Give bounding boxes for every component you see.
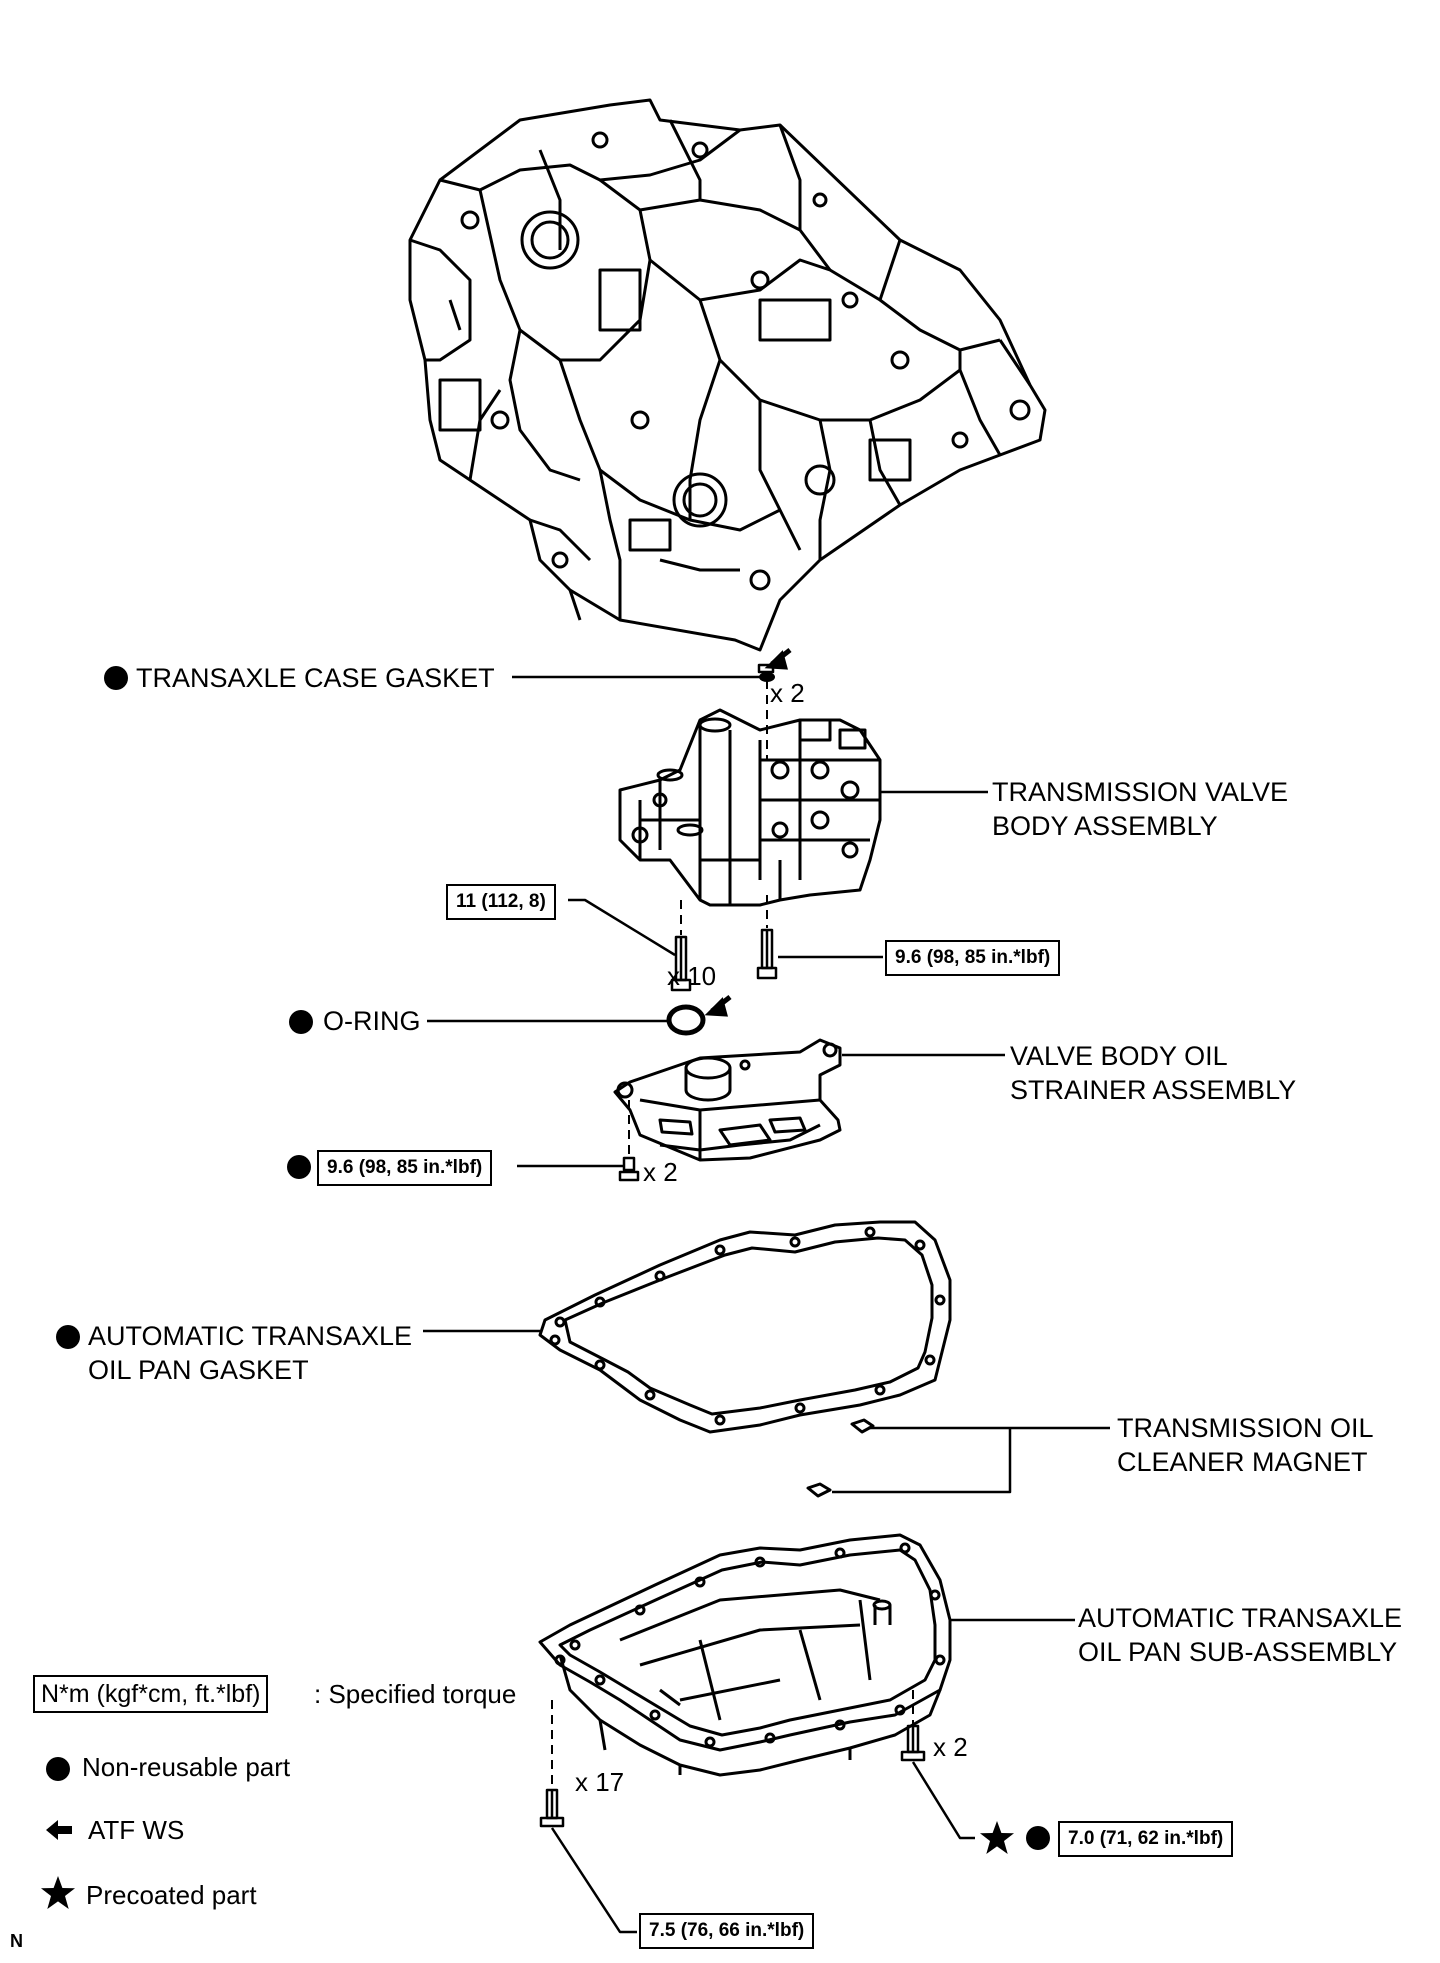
label-oil-pan-sub-line1: AUTOMATIC TRANSAXLE bbox=[1078, 1603, 1403, 1633]
label-cleaner-magnet-line1: TRANSMISSION OIL bbox=[1117, 1413, 1374, 1443]
qty-case-gasket: x 2 bbox=[770, 678, 805, 708]
torque-strainer-bolt: 9.6 (98, 85 in.*lbf) bbox=[317, 1150, 493, 1186]
label-o-ring: O-RING bbox=[323, 1006, 421, 1036]
strainer-drawing bbox=[613, 1038, 842, 1162]
non-reusable-dot bbox=[56, 1325, 80, 1349]
non-reusable-dot bbox=[104, 666, 128, 690]
label-oil-pan-gasket-line2: OIL PAN GASKET bbox=[88, 1355, 309, 1385]
leader-lines bbox=[423, 675, 1110, 1934]
transaxle-case-drawing bbox=[408, 98, 1047, 652]
label-strainer-line1: VALVE BODY OIL bbox=[1010, 1041, 1228, 1071]
qty-strainer-bolts: x 2 bbox=[643, 1157, 678, 1187]
legend-star-icon bbox=[41, 1876, 75, 1909]
legend-torque-box: N*m (kgf*cm, ft.*lbf) bbox=[33, 1675, 269, 1713]
legend-torque-text: : Specified torque bbox=[314, 1679, 517, 1709]
case-gasket-mark bbox=[759, 672, 775, 682]
label-transaxle-case-gasket: TRANSAXLE CASE GASKET bbox=[136, 663, 495, 693]
precoated-star-icon bbox=[980, 1821, 1014, 1854]
magnet-drawing bbox=[806, 1418, 875, 1498]
legend-non-reusable-dot bbox=[46, 1757, 70, 1781]
qty-oil-pan-bolts-right: x 2 bbox=[933, 1732, 968, 1762]
non-reusable-dot bbox=[289, 1010, 313, 1034]
torque-oil-pan-bolt-left: 7.5 (76, 66 in.*lbf) bbox=[639, 1913, 815, 1949]
legend-precoated-text: Precoated part bbox=[86, 1880, 257, 1910]
o-ring-drawing bbox=[666, 1004, 706, 1036]
label-cleaner-magnet-line2: CLEANER MAGNET bbox=[1117, 1447, 1368, 1477]
valve-body-drawing bbox=[618, 708, 882, 907]
label-oil-pan-gasket-line1: AUTOMATIC TRANSAXLE bbox=[88, 1321, 413, 1351]
label-strainer-line2: STRAINER ASSEMBLY bbox=[1010, 1075, 1297, 1105]
label-valve-body-line1: TRANSMISSION VALVE bbox=[992, 777, 1289, 807]
atf-ws-arrows bbox=[704, 648, 792, 1017]
label-oil-pan-sub-line2: OIL PAN SUB-ASSEMBLY bbox=[1078, 1637, 1398, 1667]
torque-valve-body-bolt-a: 11 (112, 8) bbox=[446, 884, 556, 920]
qty-oil-pan-bolts-left: x 17 bbox=[575, 1767, 625, 1797]
corner-mark: N bbox=[10, 1931, 23, 1951]
non-reusable-dot bbox=[287, 1155, 311, 1179]
oil-pan-drawing bbox=[538, 1533, 952, 1777]
legend-atf-text: ATF WS bbox=[88, 1815, 185, 1845]
torque-oil-pan-bolt-right: 7.0 (71, 62 in.*lbf) bbox=[1058, 1821, 1234, 1857]
qty-valve-body-bolts: x 10 bbox=[667, 961, 717, 991]
non-reusable-dot bbox=[1026, 1826, 1050, 1850]
label-valve-body-line2: BODY ASSEMBLY bbox=[992, 811, 1218, 841]
legend-atf-arrow-icon bbox=[46, 1820, 72, 1840]
guide-dashes bbox=[551, 680, 914, 1788]
oil-pan-gasket-drawing bbox=[538, 1220, 952, 1434]
legend-non-reusable-text: Non-reusable part bbox=[82, 1752, 291, 1782]
torque-valve-body-bolt-b: 9.6 (98, 85 in.*lbf) bbox=[885, 940, 1061, 976]
